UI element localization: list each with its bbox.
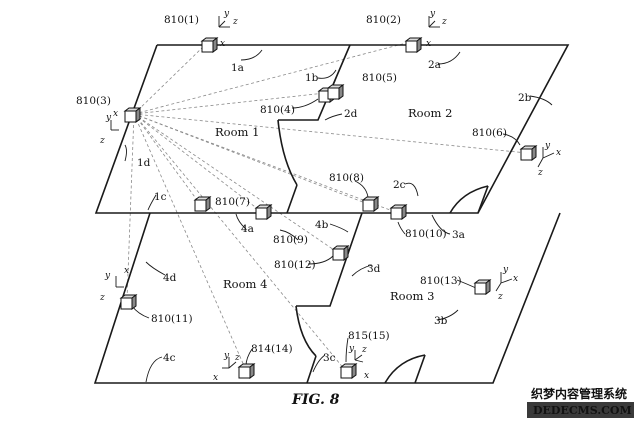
axis-y-label: y [104,271,111,281]
wall-label-4a: 4a [241,223,254,235]
sight-lines-810-3 [126,41,528,371]
axis-y-label: y [429,9,436,19]
wall-labels: 1a 1b 1c 1d 2a 2b 2c 2d 3a 3b 3c 3d 4a 4… [137,59,532,364]
wall-label-4d: 4d [163,272,177,284]
axis-triad-810-11: y z x [99,266,129,303]
wall-leaders [124,49,553,383]
axis-z-label: z [497,292,503,302]
sensor-814-14 [237,363,256,379]
axis-triad-814-14: y z x [213,351,240,383]
axis-z-label: z [537,168,543,178]
axis-z-label: z [234,353,240,363]
sensor-810-7 [193,196,212,212]
sensor-label-810-8: 810(8) [329,172,364,184]
axis-x-label: x [213,373,218,383]
sensor-810-5 [326,84,345,100]
sensor-label-810-5: 810(5) [362,72,397,84]
axis-x-label: x [513,274,518,284]
wall-label-3d: 3d [367,263,381,275]
sensor-810-1 [200,37,219,53]
wall-label-1a: 1a [231,62,244,74]
room-1-label: Room 1 [215,125,259,139]
axis-z-label: z [99,136,105,146]
sensor-810-10 [389,204,408,220]
watermark-band [527,402,634,418]
wall-label-3c: 3c [323,352,336,364]
sensor-label-810-6: 810(6) [472,127,507,139]
wall-label-2a: 2a [428,59,441,71]
wall-label-1d: 1d [137,157,151,169]
figure-caption: FIG. 8 [291,392,340,408]
sensor-810-13 [473,279,492,295]
sensor-label-815-15: 815(15) [348,330,390,342]
axis-triad-810-13: y x z [495,265,518,302]
wall-label-3a: 3a [452,229,465,241]
sensor-810-12 [331,245,350,261]
axis-x-label: x [220,39,225,49]
watermark: 织梦内容管理系统 DEDECMS.COM [527,386,634,418]
wall-label-4b: 4b [315,219,329,231]
wall-label-2b: 2b [518,92,532,104]
axis-triad-810-2: y z x [426,9,447,49]
sensor-810-11 [119,294,138,310]
wall-label-2c: 2c [393,179,406,191]
sensor-815-15 [339,363,358,379]
axis-y-label: y [348,344,355,354]
wall-label-1b: 1b [305,72,319,84]
wall-label-4c: 4c [163,352,176,364]
sensor-label-810-12: 810(12) [274,259,316,271]
axis-z-label: z [441,17,447,27]
axis-y-label: y [223,9,230,19]
sensor-label-810-11: 810(11) [151,313,193,325]
room-3-label: Room 3 [390,289,434,303]
sensor-810-8 [361,196,380,212]
axis-x-label: x [426,39,431,49]
sensor-label-810-13: 810(13) [420,275,462,287]
sensor-810-9 [254,204,273,220]
sensor-810-3 [123,107,142,123]
axis-x-label: x [556,148,561,158]
axis-z-label: z [232,17,238,27]
axis-x-label: x [124,266,129,276]
sensor-label-810-7: 810(7) [215,196,250,208]
wall-label-1c: 1c [154,191,167,203]
watermark-line-2: DEDECMS.COM [533,404,632,417]
room-4-label: Room 4 [223,277,267,291]
axis-y-label: y [105,113,112,123]
sensor-label-814-14: 814(14) [251,343,293,355]
wall-label-3b: 3b [434,315,448,327]
sensor-label-810-2: 810(2) [366,14,401,26]
wall-label-2d: 2d [344,108,358,120]
axis-y-label: y [502,265,509,275]
room-labels: Room 1 Room 2 Room 3 Room 4 [215,106,452,303]
axis-z-label: z [361,345,367,355]
sensor-labels: 810(1) 810(2) 810(3) 810(4) 810(5) 810(6… [76,14,507,355]
sensor-label-810-10: 810(10) [405,228,447,240]
sensor-label-810-3: 810(3) [76,95,111,107]
sensor-label-810-1: 810(1) [164,14,199,26]
room-2-label: Room 2 [408,106,452,120]
axis-triad-815-15: y z x [348,344,369,381]
axis-triad-810-3: y z x [99,109,119,146]
sensor-label-810-9: 810(9) [273,234,308,246]
axis-x-label: x [364,371,369,381]
axis-triad-810-1: y z x [218,9,238,49]
axis-y-label: y [223,351,230,361]
axis-triad-810-6: y x z [537,141,561,178]
sensor-810-2 [404,37,423,53]
axis-y-label: y [544,141,551,151]
sensor-label-810-4: 810(4) [260,104,295,116]
sensor-cubes [119,37,538,379]
axis-glyphs: y z x y z x y z x y x z [99,9,561,383]
sensor-810-6 [519,145,538,161]
watermark-line-1: 织梦内容管理系统 [531,386,627,401]
axis-x-label: x [113,109,118,119]
axis-z-label: z [99,293,105,303]
